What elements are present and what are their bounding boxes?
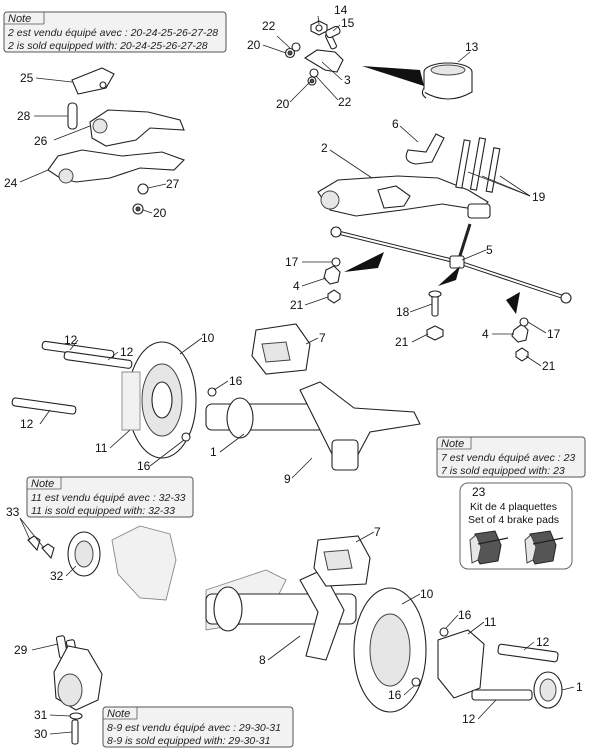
- brake-pad-pair-left: [469, 530, 509, 565]
- callout-20: 20: [247, 38, 261, 52]
- callout-21: 21: [395, 335, 409, 349]
- callout-17: 17: [547, 327, 561, 341]
- note-bottom: Note 8-9 est vendu équipé avec : 29-30-3…: [102, 706, 294, 748]
- callout-21: 21: [290, 298, 304, 312]
- callout-22: 22: [338, 95, 352, 109]
- callout-16: 16: [137, 459, 151, 473]
- callout-numbers: 14 22 15 20 13 3 25 20 22 28 6 26 2 24 2…: [4, 3, 583, 741]
- brake-pad-kit-box: 23 Kit de 4 plaquettes Set of 4 brake pa…: [459, 482, 573, 570]
- callout-11: 11: [95, 441, 108, 455]
- lower-wheel-assembly: [205, 535, 563, 713]
- callout-17: 17: [285, 255, 299, 269]
- linkage-rods: [330, 223, 572, 304]
- callout-30: 30: [34, 727, 48, 741]
- note-left-line-fr: 11 est vendu équipé avec : 32-33: [31, 492, 186, 504]
- callout-12: 12: [120, 345, 134, 359]
- callout-32: 32: [50, 569, 64, 583]
- lever-assembly-left: [47, 67, 185, 215]
- arrow-linkage-left: [344, 252, 384, 272]
- callout-12: 12: [64, 333, 78, 347]
- note-top: Note 2 est vendu équipé avec : 20-24-25-…: [3, 11, 227, 53]
- callout-16: 16: [458, 608, 472, 622]
- arrow-linkage-right: [506, 292, 520, 314]
- callout-26: 26: [34, 134, 48, 148]
- master-cylinder-lever: [317, 133, 501, 219]
- callout-10: 10: [201, 331, 215, 345]
- leader-lines: [19, 15, 575, 735]
- callout-9: 9: [284, 472, 291, 486]
- pedal-pivot-group: [53, 635, 103, 745]
- bearing-group-left: [27, 525, 177, 601]
- callout-7: 7: [319, 331, 326, 345]
- callout-3: 3: [344, 73, 351, 87]
- note-bottom-line-fr: 8-9 est vendu équipé avec : 29-30-31: [107, 722, 281, 734]
- ball-joint-hardware: [323, 257, 529, 362]
- callout-12: 12: [536, 635, 550, 649]
- callout-6: 6: [392, 117, 399, 131]
- callout-19: 19: [532, 190, 546, 204]
- callout-8: 8: [259, 653, 266, 667]
- arrow-linkage-mid: [438, 266, 460, 286]
- kit-line-en: Set of 4 brake pads: [468, 514, 559, 526]
- note-left-title: Note: [31, 478, 54, 490]
- callout-10: 10: [420, 587, 434, 601]
- note-bottom-title: Note: [107, 708, 130, 720]
- callout-7: 7: [374, 525, 381, 539]
- fluid-reservoir: [421, 62, 473, 100]
- callout-12: 12: [20, 417, 34, 431]
- callout-24: 24: [4, 176, 18, 190]
- callout-16: 16: [388, 688, 402, 702]
- callout-20: 20: [153, 206, 167, 220]
- upper-wheel-assembly: [11, 323, 421, 471]
- note-left: Note 11 est vendu équipé avec : 32-33 11…: [26, 476, 194, 518]
- kit-line-fr: Kit de 4 plaquettes: [470, 501, 557, 513]
- callout-22: 22: [262, 19, 276, 33]
- callout-11: 11: [484, 615, 497, 629]
- note-right-line-fr: 7 est vendu équipé avec : 23: [441, 452, 575, 464]
- callout-21: 21: [542, 359, 556, 373]
- callout-4: 4: [293, 279, 300, 293]
- callout-16: 16: [229, 374, 243, 388]
- callout-29: 29: [14, 643, 28, 657]
- callout-12: 12: [462, 712, 476, 726]
- note-left-line-en: 11 is sold equipped with: 32-33: [31, 505, 175, 517]
- callout-31: 31: [34, 708, 48, 722]
- callout-14: 14: [334, 3, 348, 17]
- callout-15: 15: [341, 16, 355, 30]
- callout-20: 20: [276, 97, 290, 111]
- callout-1: 1: [210, 445, 217, 459]
- small-hardware-top: [284, 20, 344, 86]
- callout-28: 28: [17, 109, 31, 123]
- callout-27: 27: [166, 177, 180, 191]
- kit-number: 23: [472, 485, 486, 499]
- note-top-title: Note: [8, 13, 31, 25]
- note-right-line-en: 7 is sold equipped with: 23: [441, 465, 565, 477]
- note-right-title: Note: [441, 438, 464, 450]
- callout-2: 2: [321, 141, 328, 155]
- callout-5: 5: [486, 243, 493, 257]
- arrow-reservoir: [362, 66, 424, 86]
- note-top-line-fr: 2 est vendu équipé avec : 20-24-25-26-27…: [7, 27, 218, 39]
- callout-18: 18: [396, 305, 410, 319]
- callout-25: 25: [20, 71, 34, 85]
- note-top-line-en: 2 is sold equipped with: 20-24-25-26-27-…: [7, 40, 208, 52]
- callout-33: 33: [6, 505, 20, 519]
- note-bottom-line-en: 8-9 is sold equipped with: 29-30-31: [107, 735, 270, 747]
- brake-pad-pair-right: [524, 530, 564, 565]
- callout-1: 1: [576, 680, 583, 694]
- callout-4: 4: [482, 327, 489, 341]
- callout-13: 13: [465, 40, 479, 54]
- note-right: Note 7 est vendu équipé avec : 23 7 is s…: [436, 436, 586, 478]
